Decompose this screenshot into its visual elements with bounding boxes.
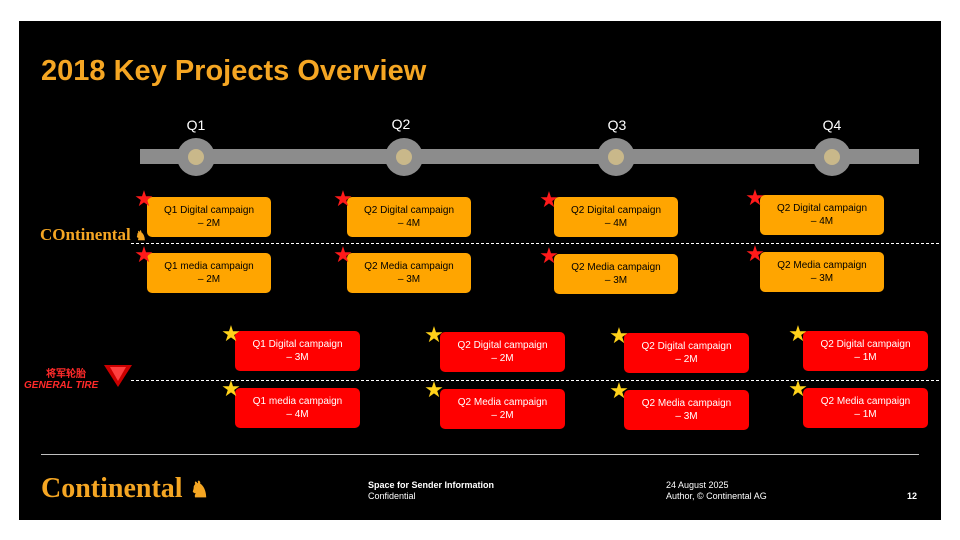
box-line1: Q2 Digital campaign: [570, 205, 662, 216]
general-tire-media-q3-box: Q2 Media campaign – 3M: [624, 390, 749, 430]
continental-row-divider: [131, 243, 939, 244]
slide: 2018 Key Projects Overview Q1 Q2 Q3 Q4 C…: [19, 21, 941, 520]
star-icon: ★: [745, 185, 765, 210]
box-line2: – 4M: [810, 216, 834, 227]
general-tire-digital-q3-box: Q2 Digital campaign – 2M: [624, 333, 749, 373]
box-line2: – 4M: [286, 409, 309, 420]
box-line1: Q2 Media campaign: [457, 397, 548, 408]
star-icon: ★: [424, 377, 444, 402]
timeline-node-q1: [177, 138, 215, 176]
timeline-node-dot: [188, 149, 204, 165]
star-icon: ★: [788, 321, 808, 346]
horse-icon: ♞: [134, 228, 147, 243]
box-line1: Q1 Digital campaign: [163, 205, 255, 216]
box-line1: Q1 media campaign: [164, 261, 254, 272]
timeline-node-dot: [824, 149, 840, 165]
general-tire-digital-q2-box: Q2 Digital campaign – 2M: [440, 332, 565, 372]
box-line2: – 2M: [491, 410, 514, 421]
general-tire-brand-logo: 将军轮胎 GENERAL TIRE: [24, 365, 132, 391]
quarter-label-q3: Q3: [607, 117, 627, 133]
box-line2: – 2M: [197, 218, 221, 229]
box-line1: Q1 Digital campaign: [252, 339, 343, 350]
general-tire-digital-q1-box: Q1 Digital campaign – 3M: [235, 331, 360, 371]
continental-media-q1-box: Q1 media campaign – 2M: [147, 253, 271, 293]
timeline-node-q4: [813, 138, 851, 176]
box-line1: Q2 Digital campaign: [457, 340, 548, 351]
box-line2: – 3M: [675, 411, 698, 422]
continental-brand-initial: C: [40, 225, 53, 244]
footer-sender-info: Space for Sender Information: [368, 480, 495, 490]
star-icon: ★: [609, 378, 629, 403]
box-line1: Q2 Digital campaign: [820, 339, 911, 350]
footer-logo-initial: C: [41, 473, 62, 504]
box-line2: – 2M: [491, 353, 514, 364]
quarter-label-q2: Q2: [391, 116, 411, 132]
star-icon: ★: [539, 243, 559, 268]
continental-footer-logo: Continental ♞: [41, 473, 209, 505]
slide-title: 2018 Key Projects Overview: [41, 55, 427, 87]
timeline-node-dot: [396, 149, 412, 165]
star-icon: ★: [221, 376, 241, 401]
timeline-node-dot: [608, 149, 624, 165]
continental-media-q3-box: Q2 Media campaign – 3M: [554, 254, 678, 294]
star-icon: ★: [609, 323, 629, 348]
continental-brand-text: Ontinental: [52, 225, 131, 244]
star-icon: ★: [333, 186, 353, 211]
box-line2: – 3M: [397, 274, 421, 285]
star-icon: ★: [134, 242, 154, 267]
box-line1: Q1 media campaign: [252, 396, 343, 407]
continental-media-q4-box: Q2 Media campaign – 3M: [760, 252, 884, 292]
footer-date: 24 August 2025: [666, 480, 729, 490]
footer-logo-text: ontinental: [61, 473, 183, 504]
timeline-node-q2: [385, 138, 423, 176]
general-tire-english-name: GENERAL TIRE: [24, 380, 99, 391]
star-icon: ★: [788, 376, 808, 401]
general-tire-media-q1-box: Q1 media campaign – 4M: [235, 388, 360, 428]
general-tire-flag-icon: [104, 365, 132, 387]
box-line1: Q2 Media campaign: [820, 396, 911, 407]
box-line1: Q2 Digital campaign: [641, 341, 732, 352]
star-icon: ★: [424, 322, 444, 347]
star-icon: ★: [333, 242, 353, 267]
box-line2: – 3M: [286, 352, 309, 363]
star-icon: ★: [745, 241, 765, 266]
box-line1: Q2 Media campaign: [777, 260, 867, 271]
star-icon: ★: [539, 187, 559, 212]
general-tire-digital-q4-box: Q2 Digital campaign – 1M: [803, 331, 928, 371]
continental-digital-q2-box: Q2 Digital campaign – 4M: [347, 197, 471, 237]
continental-media-q2-box: Q2 Media campaign – 3M: [347, 253, 471, 293]
box-line2: – 2M: [197, 274, 221, 285]
box-line2: – 3M: [810, 273, 834, 284]
box-line2: – 2M: [675, 354, 698, 365]
quarter-label-q1: Q1: [186, 117, 206, 133]
continental-digital-q3-box: Q2 Digital campaign – 4M: [554, 197, 678, 237]
box-line1: Q2 Media campaign: [364, 261, 454, 272]
box-line1: Q2 Digital campaign: [776, 203, 868, 214]
box-line1: Q2 Media campaign: [641, 398, 732, 409]
box-line2: – 4M: [397, 218, 421, 229]
continental-digital-q4-box: Q2 Digital campaign – 4M: [760, 195, 884, 235]
box-line1: Q2 Digital campaign: [363, 205, 455, 216]
horse-icon: ♞: [189, 477, 210, 502]
footer-confidential: Confidential: [368, 491, 416, 501]
footer-divider: [41, 454, 919, 455]
star-icon: ★: [221, 321, 241, 346]
box-line2: – 3M: [604, 275, 628, 286]
general-tire-media-q4-box: Q2 Media campaign – 1M: [803, 388, 928, 428]
continental-digital-q1-box: Q1 Digital campaign – 2M: [147, 197, 271, 237]
timeline-bar: [140, 149, 919, 164]
general-tire-row-divider: [131, 380, 939, 381]
star-icon: ★: [134, 186, 154, 211]
continental-brand-logo: COntinental ♞: [40, 225, 147, 245]
footer-author: Author, © Continental AG: [666, 491, 767, 501]
page-number: 12: [907, 491, 918, 501]
general-tire-media-q2-box: Q2 Media campaign – 2M: [440, 389, 565, 429]
box-line2: – 4M: [604, 218, 628, 229]
box-line1: Q2 Media campaign: [571, 262, 661, 273]
timeline-node-q3: [597, 138, 635, 176]
general-tire-chinese-name: 将军轮胎: [46, 369, 86, 380]
box-line2: – 1M: [854, 352, 877, 363]
box-line2: – 1M: [854, 409, 877, 420]
quarter-label-q4: Q4: [822, 117, 842, 133]
